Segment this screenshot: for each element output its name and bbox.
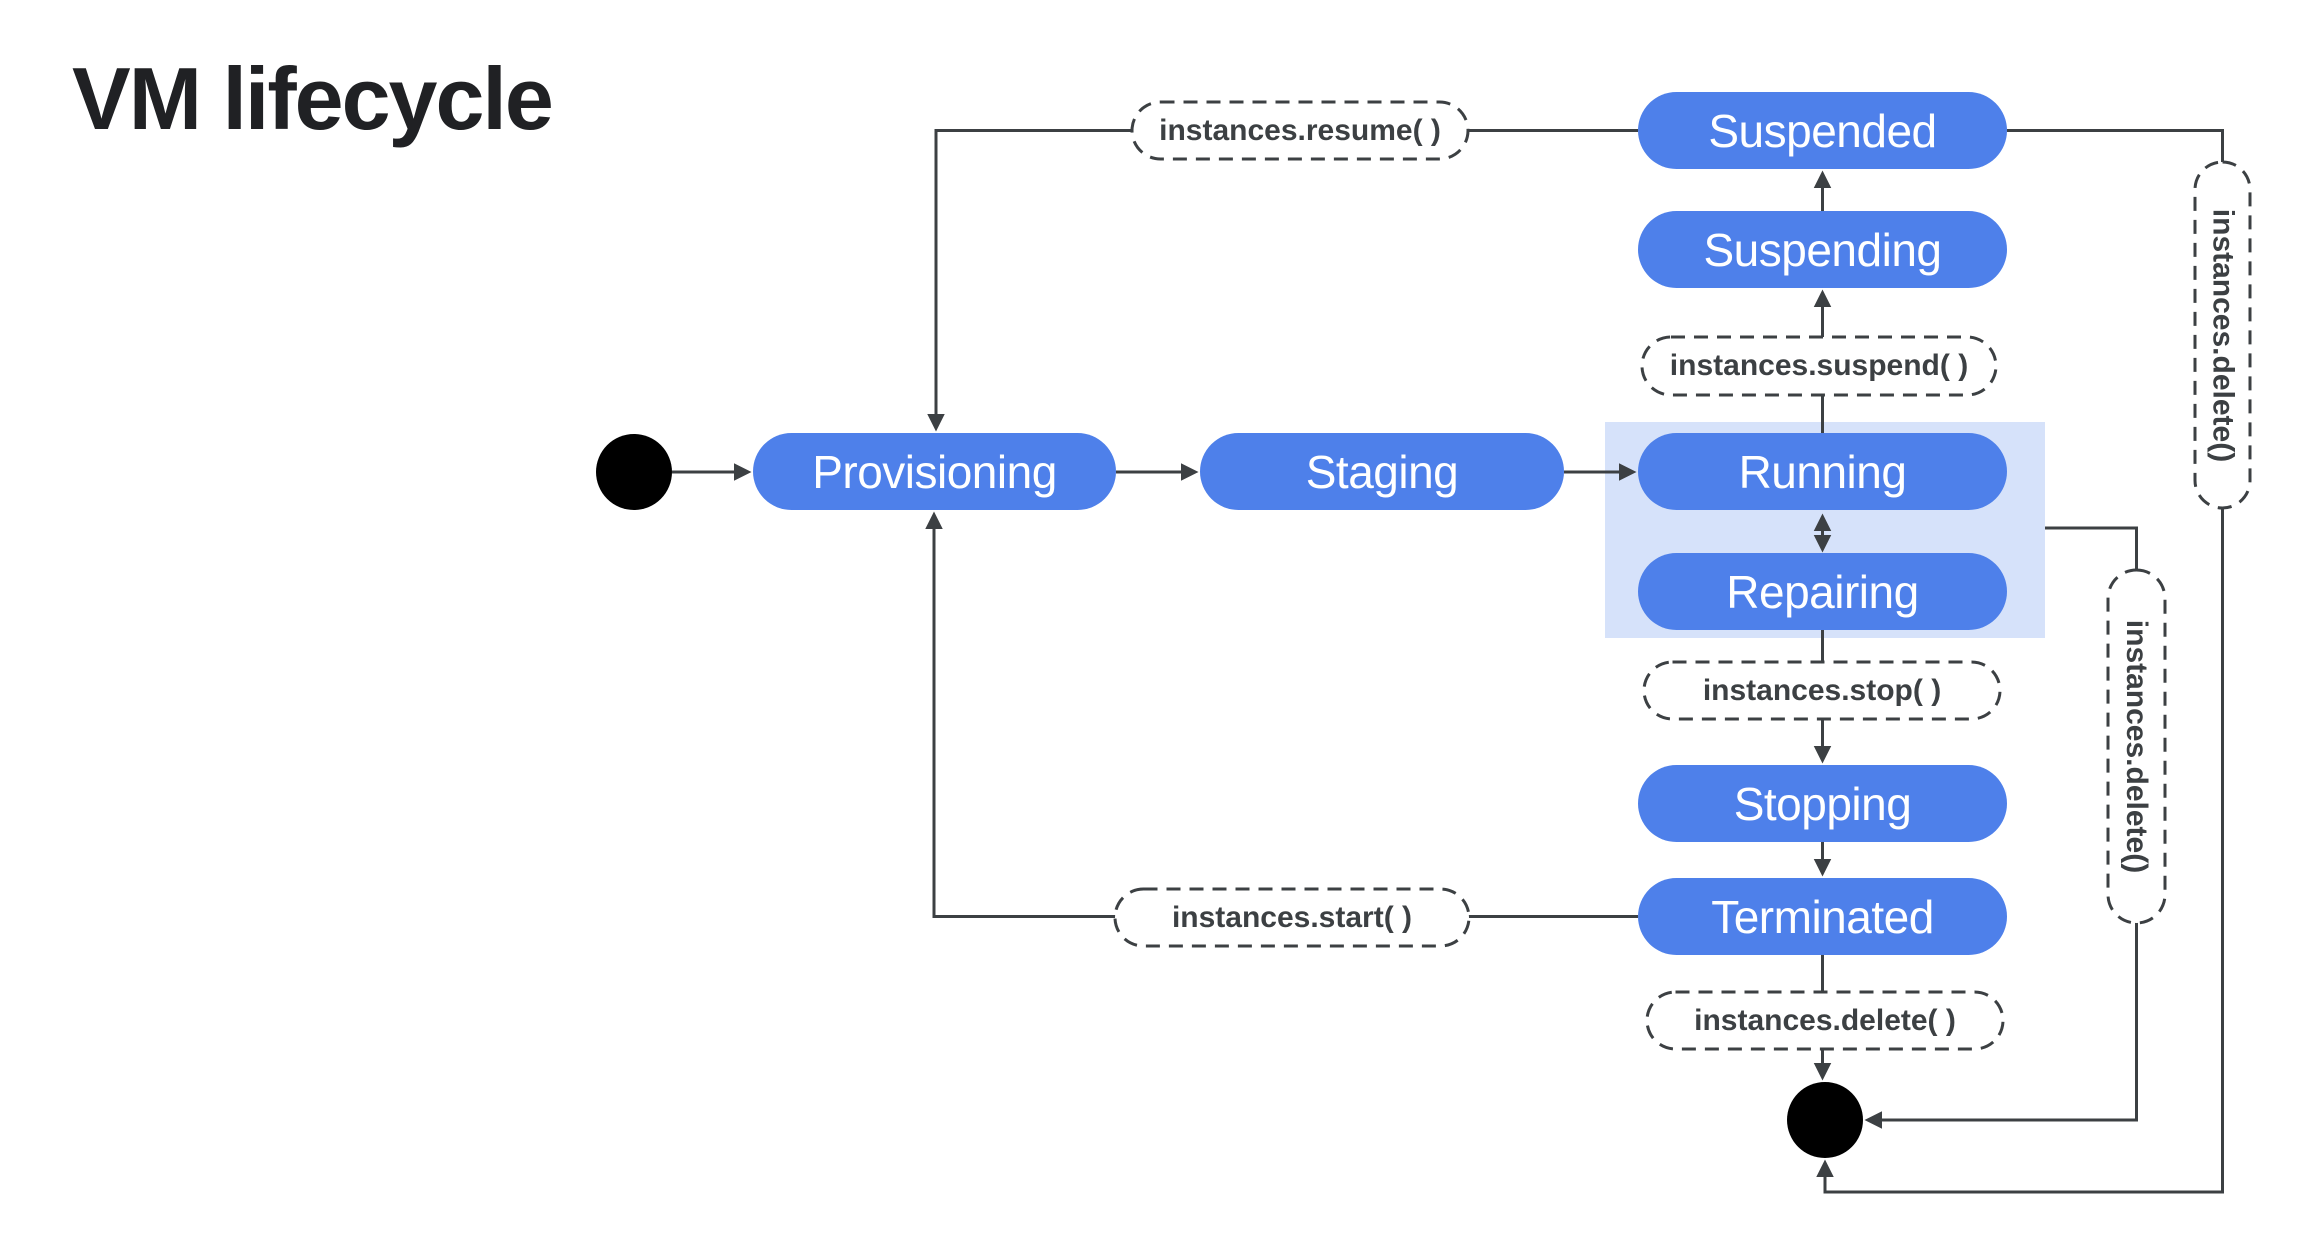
state-suspending: Suspending [1638, 211, 2007, 288]
connector-terminated-start-provisioning [925, 511, 1638, 918]
api-call-stop-label: instances.stop( ) [1702, 673, 1942, 707]
api-call-delete-middle-label: instances.delete() [2120, 619, 2154, 874]
page-title: VM lifecycle [72, 49, 554, 148]
connector-suspended-delete-end [1816, 129, 2224, 1194]
state-provisioning: Provisioning [753, 433, 1116, 510]
state-stopping: Stopping [1638, 765, 2007, 842]
api-call-resume-label: instances.resume( ) [1159, 113, 1441, 147]
api-call-start-label: instances.start( ) [1171, 900, 1413, 934]
api-pill-start-outline [1113, 887, 1471, 948]
api-call-delete-right-label: instances.delete() [2207, 208, 2240, 463]
connector-suspended-resume-provisioning [927, 129, 1638, 432]
initial-state-node [596, 434, 672, 510]
state-terminated: Terminated [1638, 878, 2007, 955]
final-state-node [1787, 1082, 1863, 1158]
api-pill-delete-bottom-outline [1645, 990, 2005, 1051]
state-staging: Staging [1200, 433, 1564, 510]
api-call-delete-bottom-label: instances.delete( ) [1694, 1003, 1956, 1037]
api-pill-suspend-outline [1640, 335, 1998, 397]
api-pill-delete-middle-outline [2106, 568, 2167, 925]
api-pill-delete-right-outline [2193, 160, 2252, 510]
api-pill-stop-outline [1642, 660, 2002, 721]
state-repairing: Repairing [1638, 553, 2007, 630]
api-call-suspend-label: instances.suspend( ) [1669, 349, 1969, 382]
state-running: Running [1638, 433, 2007, 510]
state-suspended: Suspended [1638, 92, 2007, 169]
api-pill-resume-outline [1130, 100, 1470, 161]
